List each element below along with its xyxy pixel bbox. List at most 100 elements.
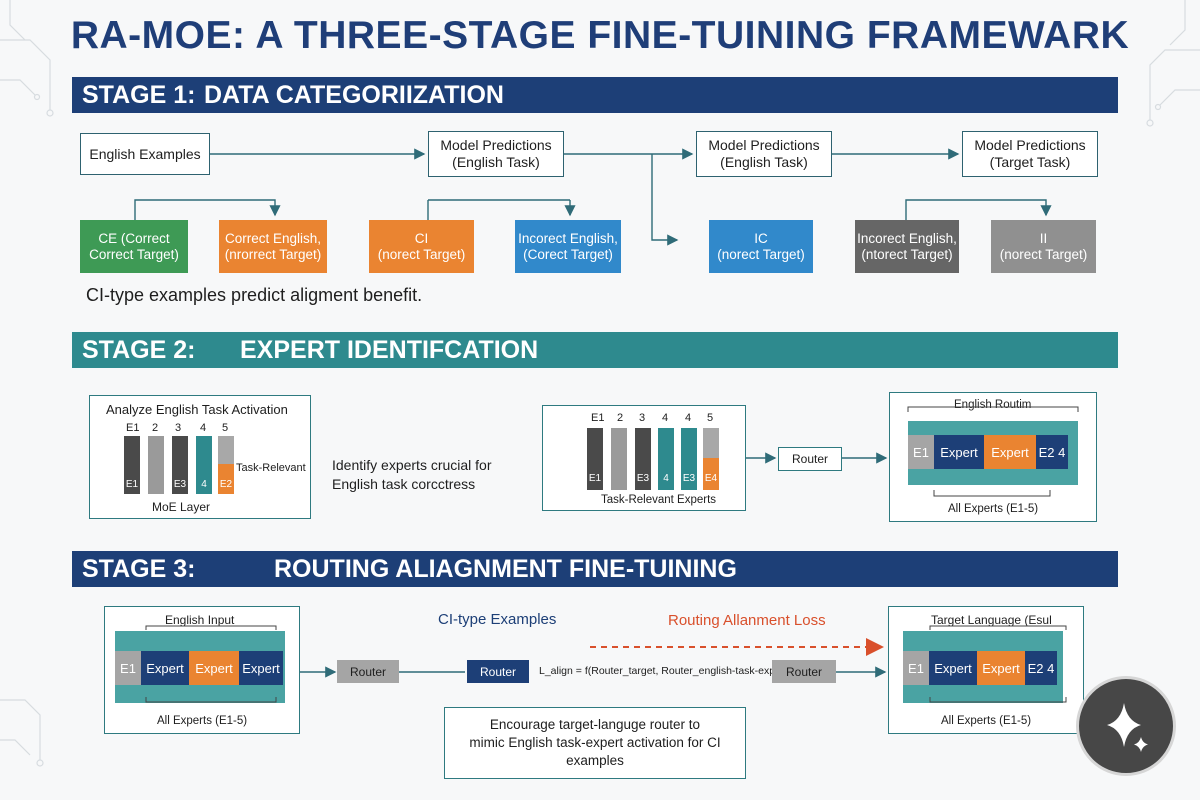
expert-bar-e3: E3	[172, 436, 188, 494]
stage1-label: STAGE 1:	[82, 81, 196, 109]
target-expert-strip: E1 Expert Expert E2 4	[903, 631, 1063, 703]
expert-bar-2	[148, 436, 164, 494]
stage2-router: Router	[778, 447, 842, 471]
bar-top-label: 5	[222, 422, 229, 434]
bar-inner-label: E3	[682, 473, 696, 484]
english-input-panel: English Input E1 Expert Expert Expert Al…	[104, 606, 300, 734]
bar-inner-label: E1	[588, 473, 602, 484]
expert-bar-4: 4	[196, 436, 212, 494]
target-segment-e1: E1	[903, 651, 929, 685]
activation-panel-title: Analyze English Task Activation	[106, 402, 288, 417]
model-predictions-target-box: Model Predictions (Target Task)	[962, 131, 1098, 177]
english-routing-title: English Routim	[954, 399, 1032, 411]
bar-inner-label: E3	[636, 473, 650, 484]
alignment-loss-formula: L_align = f(Router_target, Router_englis…	[539, 665, 797, 677]
routing-segment-expert-relevant: Expert	[984, 435, 1036, 469]
task-relevant-segment	[218, 464, 234, 494]
target-language-panel: Target Language (Esul E1 Expert Expert E…	[888, 606, 1084, 734]
english-routing-panel: English Routim E1 Expert Expert E2 4 All…	[889, 392, 1097, 522]
expert-bar-5: E2	[218, 436, 234, 494]
stage3-router-2: Router	[467, 660, 529, 683]
stage3-label: STAGE 3:	[82, 555, 196, 583]
category-incorect-english-2: Incorect English, (ntorect Target)	[855, 220, 959, 273]
stage3-router-1: Router	[337, 660, 399, 683]
input-all-experts-label: All Experts (E1-5)	[157, 715, 248, 727]
identify-experts-text: Identify experts crucial for English tas…	[332, 457, 492, 492]
task-relevant-experts-label: Task-Relevant Experts	[601, 494, 717, 506]
stage1-name: DATA CATEGORIIZATION	[204, 81, 504, 109]
bar-inner-label: E1	[125, 479, 139, 490]
target-language-title: Target Language (Esul	[931, 613, 1052, 627]
english-task-activation-panel: Analyze English Task Activation E1 2 3 4…	[89, 395, 311, 519]
bar-top-label: 4	[685, 412, 692, 424]
bar-inner-label: E4	[704, 473, 718, 484]
category-ci: CI (norect Target)	[369, 220, 474, 273]
stage3-name: ROUTING ALIAGNMENT FINE-TUINING	[274, 555, 737, 583]
model-predictions-english-box-2: Model Predictions (English Task)	[696, 131, 832, 177]
bar-top-label: 3	[175, 422, 182, 434]
expert-bar-4b: E3	[681, 428, 697, 490]
target-segment-expert: Expert	[929, 651, 977, 685]
ci-type-examples-label: CI-type Examples	[438, 611, 557, 628]
sparkle-icon	[1107, 703, 1148, 752]
encourage-note-box: Encourage target-languge router to mimic…	[444, 707, 746, 779]
target-all-experts-label: All Experts (E1-5)	[941, 715, 1032, 727]
bar-top-label: 2	[617, 412, 624, 424]
stage2-header: STAGE 2: EXPERT IDENTIFCATION	[72, 332, 1118, 368]
bar-top-label: E1	[126, 422, 140, 434]
routing-alignment-loss-label: Routing Allanment Loss	[668, 612, 826, 629]
model-predictions-english-box-1: Model Predictions (English Task)	[428, 131, 564, 177]
english-examples-box: English Examples	[80, 133, 210, 175]
bar-inner-label: E3	[173, 479, 187, 490]
routing-segment-e24: E2 4	[1036, 435, 1068, 469]
moe-layer-label: MoE Layer	[152, 500, 211, 514]
input-segment-expert: Expert	[141, 651, 189, 685]
input-segment-expert-relevant: Expert	[189, 651, 239, 685]
bar-top-label: 4	[662, 412, 669, 424]
category-ii: II (norect Target)	[991, 220, 1096, 273]
expert-bar-e3: E3	[635, 428, 651, 490]
category-correct-english: Correct English, (nrorrect Target)	[219, 220, 327, 273]
bar-top-label: 3	[639, 412, 646, 424]
expert-bar-4: 4	[658, 428, 674, 490]
expert-bar-5: E4	[703, 428, 719, 490]
input-expert-strip: E1 Expert Expert Expert	[115, 631, 285, 703]
sparkle-fab-button[interactable]	[1076, 676, 1176, 776]
routing-expert-strip: E1 Expert Expert E2 4	[908, 421, 1078, 485]
bar-top-label: 5	[707, 412, 714, 424]
routing-segment-expert: Expert	[934, 435, 984, 469]
target-segment-e24: E2 4	[1025, 651, 1057, 685]
stage1-header: STAGE 1: DATA CATEGORIIZATION	[72, 77, 1118, 113]
stage3-header: STAGE 3: ROUTING ALIAGNMENT FINE-TUINING	[72, 551, 1118, 587]
task-relevant-experts-panel: E1 2 3 4 4 5 E1 E3 4 E3 E4 Task-Relevant…	[542, 405, 746, 511]
english-input-title: English Input	[165, 613, 235, 627]
bar-top-label: 4	[200, 422, 207, 434]
category-incorect-english: Incorect English, (Corect Target)	[515, 220, 621, 273]
stage1-note: CI-type examples predict aligment benefi…	[86, 285, 423, 305]
expert-bar-e1: E1	[587, 428, 603, 490]
bar-top-label: E1	[591, 412, 605, 424]
all-experts-label: All Experts (E1-5)	[948, 503, 1039, 515]
stage2-label: STAGE 2:	[82, 336, 196, 364]
category-ce: CE (Correct Correct Target)	[80, 220, 188, 273]
task-relevant-segment	[703, 458, 719, 490]
bar-inner-label: E2	[219, 479, 233, 490]
page-title: RA-MOE: A THREE-STAGE FINE-TUINING FRAME…	[70, 14, 1130, 57]
bar-top-label: 2	[152, 422, 159, 434]
bar-inner-label: 4	[663, 473, 669, 484]
stage3-router-3: Router	[772, 660, 836, 683]
category-ic: IC (norect Target)	[709, 220, 813, 273]
bar-inner-label: 4	[201, 479, 207, 490]
input-segment-e1: E1	[115, 651, 141, 685]
expert-bar-e1: E1	[124, 436, 140, 494]
stage2-name: EXPERT IDENTIFCATION	[240, 336, 539, 364]
routing-segment-e1: E1	[908, 435, 934, 469]
target-segment-expert-relevant: Expert	[977, 651, 1025, 685]
task-relevant-label: Task-Relevant	[236, 462, 306, 474]
expert-bar-2	[611, 428, 627, 490]
input-segment-expert-2: Expert	[239, 651, 283, 685]
